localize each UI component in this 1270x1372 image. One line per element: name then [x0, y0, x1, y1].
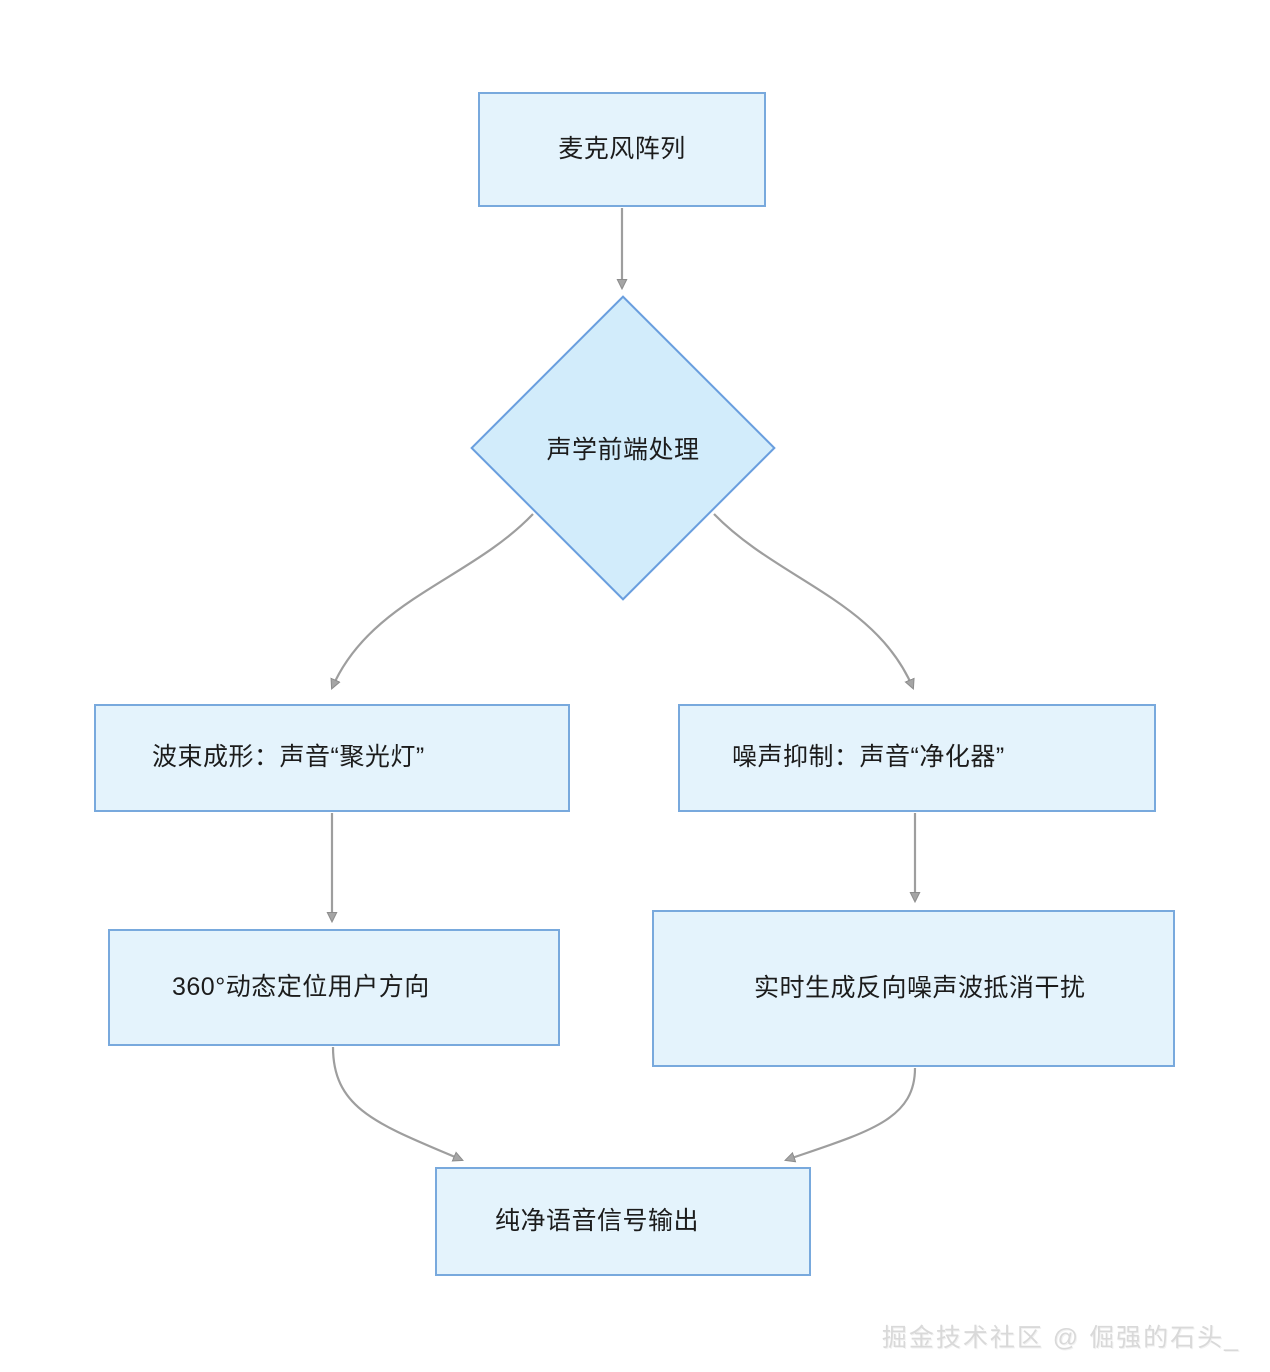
node-clean-speech-output-label: 纯净语音信号输出	[495, 1206, 700, 1235]
node-acoustic-frontend-processing-label: 声学前端处理	[546, 436, 700, 464]
node-microphone-array[interactable]: 麦克风阵列	[478, 92, 766, 207]
node-beamforming-label: 波束成形：声音“聚光灯”	[152, 743, 425, 772]
node-anti-noise-wave-cancellation[interactable]: 实时生成反向噪声波抵消干扰	[652, 910, 1175, 1067]
node-noise-suppression[interactable]: 噪声抑制：声音“净化器”	[678, 704, 1156, 812]
node-clean-speech-output[interactable]: 纯净语音信号输出	[435, 1167, 811, 1276]
node-360-dynamic-localization[interactable]: 360°动态定位用户方向	[108, 929, 560, 1046]
edge-cancel-to-output	[786, 1067, 917, 1160]
node-microphone-array-label: 麦克风阵列	[558, 134, 686, 163]
node-anti-noise-wave-cancellation-label: 实时生成反向噪声波抵消干扰	[754, 973, 1086, 1002]
edge-locate-to-output	[331, 1046, 462, 1160]
node-beamforming[interactable]: 波束成形：声音“聚光灯”	[94, 704, 570, 812]
node-noise-suppression-label: 噪声抑制：声音“净化器”	[732, 743, 1005, 772]
node-360-dynamic-localization-label: 360°动态定位用户方向	[172, 972, 430, 1001]
node-acoustic-frontend-processing[interactable]: 声学前端处理	[470, 295, 776, 601]
watermark-text: 掘金技术社区 @ 倔强的石头_	[881, 1324, 1240, 1352]
